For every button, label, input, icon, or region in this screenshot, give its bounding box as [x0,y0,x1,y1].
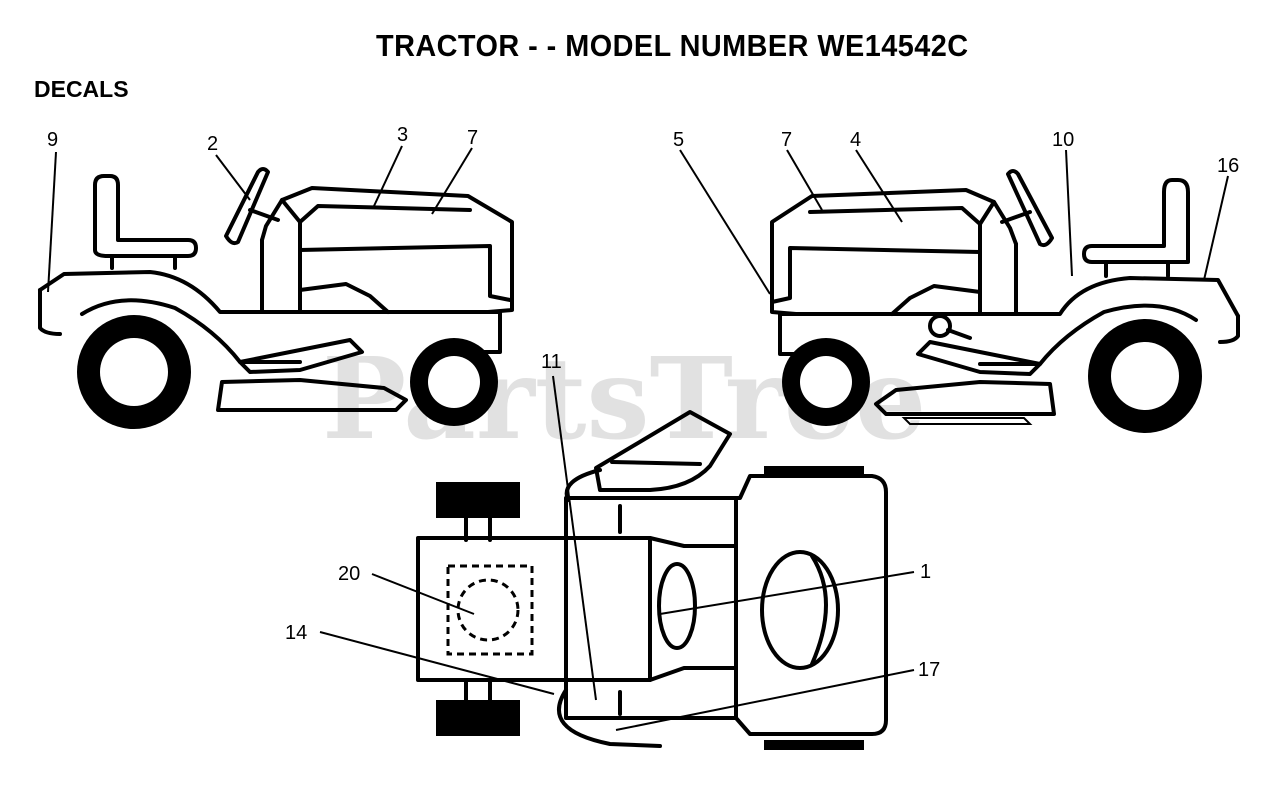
callout-9: 9 [47,129,58,151]
tractor-left-rear-wheel [77,315,191,429]
tractor-right-hood [770,188,1018,316]
top-view-mower-deck-shadow [556,468,662,748]
tractor-right-fender [778,276,1240,366]
tractor-top-view [416,410,888,750]
tractor-left-front-wheel [410,338,498,426]
callout-14: 14 [285,622,307,644]
tractor-right-rear-wheel [1088,319,1202,433]
tractor-right-side-view [770,169,1240,433]
callout-5: 5 [673,129,684,151]
callout-3: 3 [397,124,408,146]
callout-4: 4 [850,129,861,151]
section-label: DECALS [34,76,129,102]
tractor-left-footrest [216,338,408,412]
tractor-right-seat [1082,178,1190,278]
tractor-left-hood [260,186,514,314]
tractor-right-footrest [874,340,1056,425]
tractor-right-steering-wheel [1000,169,1054,248]
page-title: TRACTOR - - MODEL NUMBER WE14542C [376,28,969,63]
leader-lines [47,145,1229,731]
tractor-right-front-wheel [782,338,870,426]
callout-7-left: 7 [467,127,478,149]
top-view-rear-tire-lower [436,678,520,736]
callout-numbers: 9 2 3 7 5 7 4 10 16 11 20 14 1 17 [47,124,1239,681]
callout-1: 1 [920,561,931,583]
tractor-left-seat [93,174,198,270]
callout-16: 16 [1217,155,1239,177]
callout-2: 2 [207,133,218,155]
callout-10: 10 [1052,129,1074,151]
tractor-left-side-view [38,167,514,429]
top-view-rear-tire-upper [436,482,520,542]
callout-7-right: 7 [781,129,792,151]
top-view-front-tire-upper [764,466,864,476]
callout-20: 20 [338,563,360,585]
top-view-body [416,474,888,736]
top-view-front-tire-lower [764,740,864,750]
top-view-discharge-chute [594,410,732,492]
callout-11: 11 [541,351,562,373]
tractor-right-lever [928,314,972,340]
callout-17: 17 [918,659,940,681]
tractor-left-steering-wheel [224,167,280,246]
tractor-left-fender [38,270,502,364]
